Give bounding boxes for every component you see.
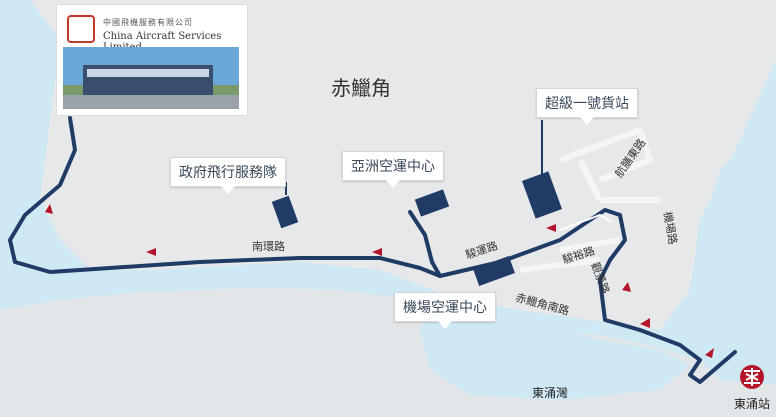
asia-building bbox=[414, 189, 450, 217]
callout-air-cargo-hub: 機場空運中心 bbox=[394, 292, 496, 329]
east-water bbox=[700, 120, 776, 340]
logo-card: 中國飛機服務有限公司 China Aircraft Services Limit… bbox=[56, 4, 248, 116]
callout-asia-airfreight: 亞洲空運中心 bbox=[342, 151, 444, 188]
bay-water bbox=[420, 300, 690, 400]
arrow-icon bbox=[705, 348, 714, 358]
area-label: 赤鱲角 bbox=[331, 76, 391, 100]
bay-label: 東涌灣 bbox=[532, 386, 569, 400]
arrow-icon bbox=[45, 204, 53, 214]
arrow-icon bbox=[146, 248, 156, 256]
direction-arrows bbox=[45, 204, 714, 358]
gfs-building bbox=[271, 195, 299, 229]
arrow-icon bbox=[372, 248, 382, 256]
route-spur bbox=[408, 210, 442, 278]
arrow-icon bbox=[546, 224, 556, 232]
mtr-icon bbox=[740, 365, 764, 389]
superterminal-building bbox=[522, 171, 562, 219]
hangar-photo bbox=[63, 47, 239, 109]
hub-building bbox=[473, 256, 515, 286]
logo-chinese-name: 中國飛機服務有限公司 bbox=[103, 18, 193, 27]
road-label: 南環路 bbox=[252, 240, 285, 253]
minor-roads bbox=[519, 126, 660, 273]
arrow-icon bbox=[622, 282, 631, 292]
callout-superterminal: 超級一號貨站 bbox=[536, 88, 638, 125]
logo-header: 中國飛機服務有限公司 China Aircraft Services Limit… bbox=[63, 11, 241, 53]
arrow-icon bbox=[640, 318, 650, 328]
callout-gfs: 政府飛行服務隊 bbox=[170, 157, 286, 194]
route-spur-2 bbox=[559, 213, 613, 231]
casl-logo-icon bbox=[67, 15, 95, 43]
station-label: 東涌站 bbox=[734, 397, 771, 411]
